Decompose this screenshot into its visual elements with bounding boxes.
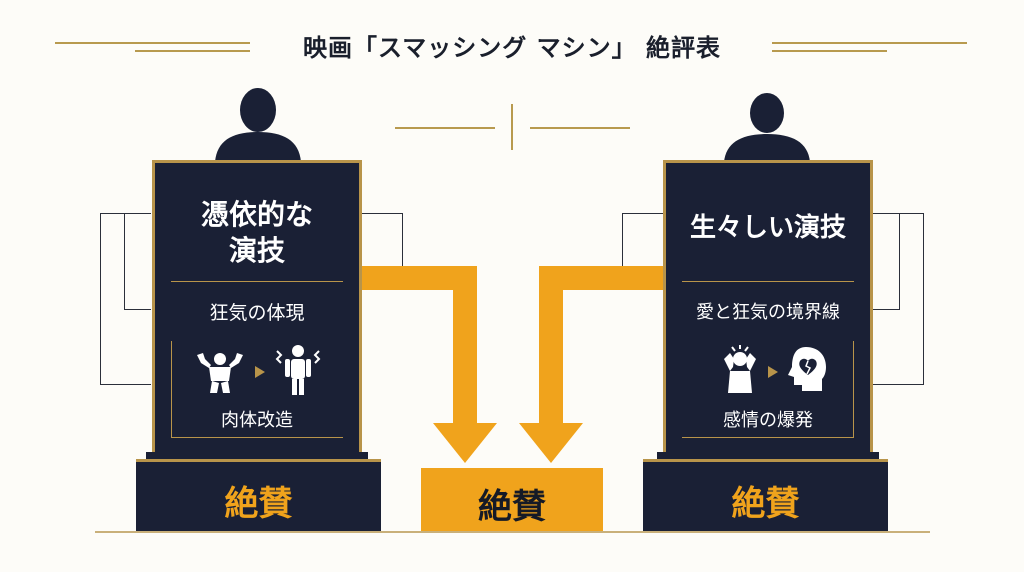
title-rule-right-bottom <box>772 50 887 52</box>
arrow-left-path <box>355 266 477 425</box>
right-verdict: 絶賛 <box>731 484 800 524</box>
left-card-caption: 肉体改造 <box>221 410 293 431</box>
flow-arrows <box>355 266 665 463</box>
right-card-heading: 生々しい演技 <box>689 213 846 243</box>
title-rule-left-top <box>55 42 250 44</box>
right-card-caption: 感情の爆発 <box>723 410 813 431</box>
arrow-right-head <box>519 423 583 463</box>
left-bracket-inner <box>124 213 151 310</box>
arrow-right-small-icon-2 <box>768 366 778 378</box>
center-verdict: 絶賛 <box>478 487 546 527</box>
title-rule-left-bottom <box>135 50 250 52</box>
person-silhouette-right-icon <box>724 93 810 162</box>
page-title: 映画「スマッシング マシン」 絶評表 <box>303 34 721 62</box>
left-card-heading-line2: 演技 <box>228 234 285 267</box>
center-rule-left <box>395 127 495 129</box>
title-rule-right-top <box>772 42 967 44</box>
left-card: 憑依的な 演技 狂気の体現 肉体改造 <box>152 160 362 456</box>
left-card-divider <box>171 281 343 282</box>
left-card-heading-line1: 憑依的な <box>200 198 313 231</box>
right-card: 生々しい演技 愛と狂気の境界線 感情の爆発 <box>663 160 873 456</box>
left-card-inner-frame <box>171 341 343 438</box>
broken-heart-head-icon <box>788 347 826 391</box>
right-card-inner-frame <box>682 341 854 438</box>
left-pedestal: 絶賛 <box>136 459 381 532</box>
left-card-subtitle: 狂気の体現 <box>209 302 305 324</box>
stressed-person-icon <box>724 345 756 393</box>
center-verdict-box: 絶賛 <box>421 468 603 532</box>
baseline-rule <box>95 531 930 533</box>
right-card-subtitle: 愛と狂気の境界線 <box>696 302 840 323</box>
right-card-divider <box>682 281 854 282</box>
arrow-left-head <box>433 423 497 463</box>
right-pedestal: 絶賛 <box>643 459 888 532</box>
muscular-body-icon <box>197 353 243 393</box>
arrow-right-small-icon <box>255 366 265 378</box>
right-bracket-inner <box>873 213 900 310</box>
arrow-right-path <box>539 266 665 425</box>
person-silhouette-left-icon <box>215 88 301 162</box>
center-rule-right <box>530 127 630 129</box>
left-verdict: 絶賛 <box>224 484 293 524</box>
shaking-person-icon <box>275 345 321 395</box>
center-rule-vertical <box>511 104 513 150</box>
